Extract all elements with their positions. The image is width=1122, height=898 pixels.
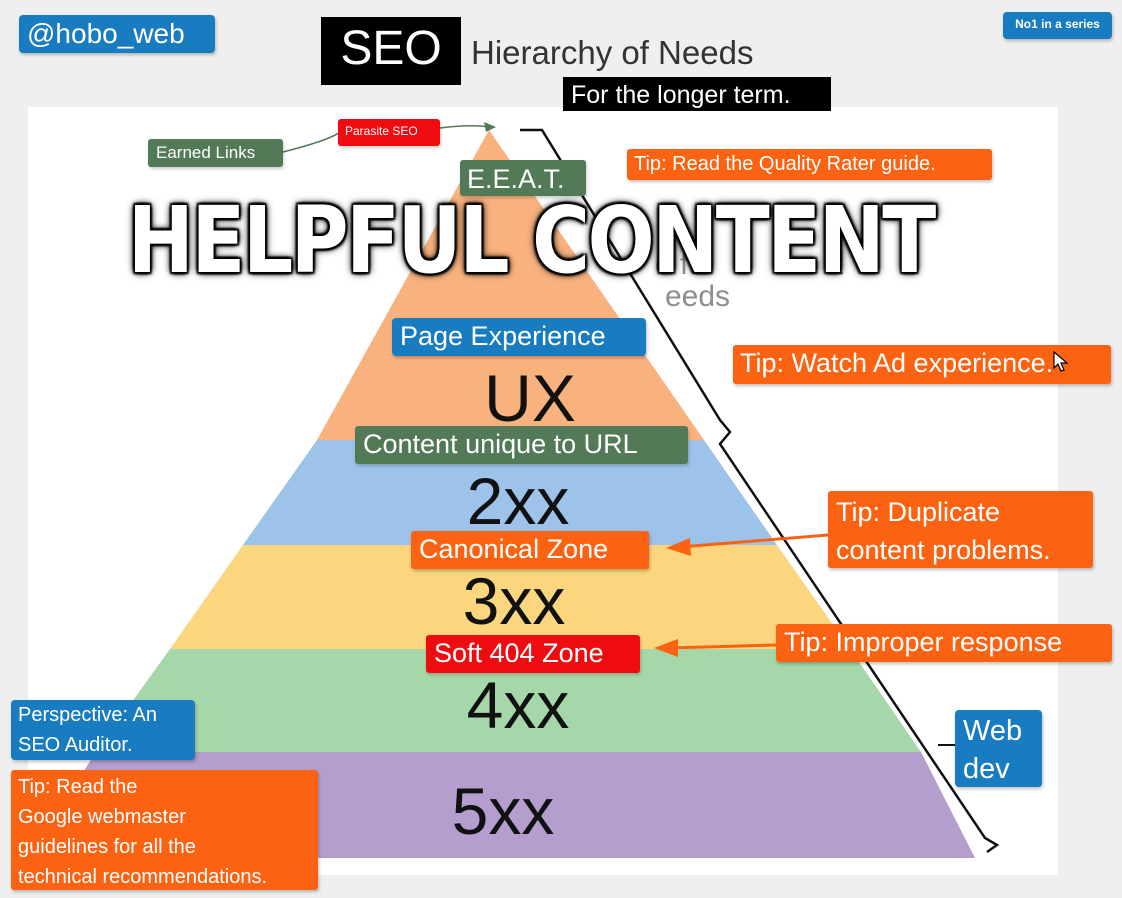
- parasite-seo-tag: Parasite SEO: [338, 119, 440, 146]
- tip-improper-response: Tip: Improper response: [776, 624, 1112, 662]
- tip-quality-rater: Tip: Read the Quality Rater guide.: [627, 149, 992, 180]
- level-label-ux: UX: [484, 361, 576, 435]
- perspective-line-1: Perspective: An: [18, 704, 157, 726]
- tip-webmaster-line-2: Google webmaster: [18, 806, 186, 828]
- pyramid-layer-ux: [317, 130, 704, 440]
- duplicate-arrowhead: [666, 538, 691, 556]
- pyramid-layer-4xx: [96, 649, 921, 752]
- tip-duplicate-content: Tip: Duplicate content problems.: [828, 491, 1093, 568]
- page-experience-tag: Page Experience: [392, 318, 646, 356]
- tip-webmaster-guidelines: Tip: Read the Google webmaster guideline…: [11, 770, 318, 890]
- web-dev-line-1: Web: [963, 715, 1023, 747]
- perspective-line-2: SEO Auditor.: [18, 734, 133, 756]
- tip-webmaster-line-1: Tip: Read the: [18, 776, 138, 798]
- soft-404-zone-tag: Soft 404 Zone: [426, 635, 640, 673]
- faint-text-3: eeds: [665, 280, 731, 313]
- web-dev-line-2: dev: [963, 753, 1010, 785]
- earned-links-tag: Earned Links: [148, 139, 283, 167]
- helpful-content-headline: HELPFUL CONTENT: [127, 187, 937, 294]
- faint-text-1: e fu: [655, 248, 706, 281]
- earned-links-arrow: [282, 131, 341, 153]
- tip-webmaster-line-4: technical recommendations.: [18, 866, 268, 888]
- canonical-zone-tag: Canonical Zone: [411, 531, 649, 569]
- tip-duplicate-line-1: Tip: Duplicate: [836, 497, 1001, 527]
- level-label-4xx: 4xx: [466, 668, 570, 742]
- handle-badge: @hobo_web: [19, 15, 215, 53]
- content-unique-tag: Content unique to URL: [355, 426, 688, 464]
- page-title: Hierarchy of Needs: [471, 34, 754, 71]
- perspective-box: Perspective: An SEO Auditor.: [11, 700, 195, 760]
- eeat-tag: E.E.A.T.: [460, 160, 586, 196]
- mouse-cursor-icon: [1053, 351, 1069, 372]
- faint-text-2: t: [835, 248, 844, 281]
- pyramid-layer-2xx: [243, 440, 777, 545]
- level-label-5xx: 5xx: [451, 774, 555, 848]
- improper-arrow: [667, 643, 777, 650]
- parasite-seo-arrow: [439, 124, 491, 129]
- tip-ad-experience: Tip: Watch Ad experience.: [733, 345, 1111, 384]
- tip-duplicate-line-2: content problems.: [836, 535, 1051, 565]
- level-label-3xx: 3xx: [462, 564, 566, 638]
- seo-box: SEO: [321, 17, 461, 85]
- parasite-seo-arrowhead: [484, 122, 496, 132]
- subtitle-box: For the longer term.: [563, 77, 831, 111]
- improper-arrowhead: [654, 639, 678, 657]
- tip-webmaster-line-3: guidelines for all the: [18, 836, 196, 858]
- series-badge: No1 in a series: [1003, 12, 1112, 39]
- level-label-2xx: 2xx: [466, 464, 570, 538]
- pyramid-layer-3xx: [170, 545, 850, 649]
- web-dev-label: Web dev: [955, 710, 1042, 787]
- duplicate-arrow: [679, 533, 829, 549]
